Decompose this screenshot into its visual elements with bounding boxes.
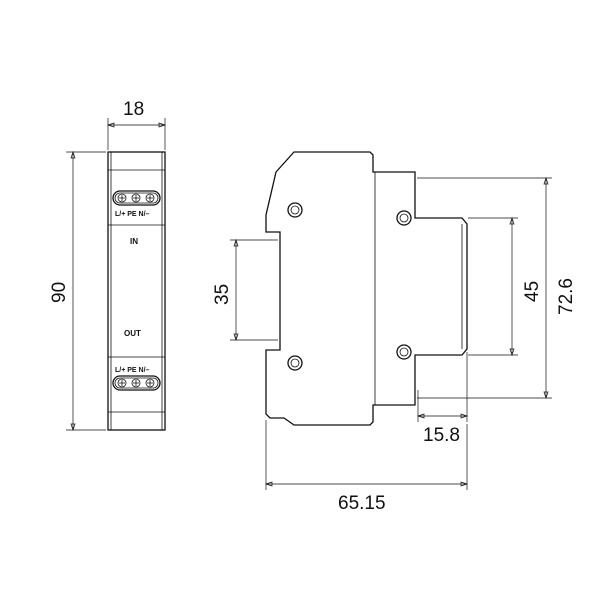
dim-rail: 35 <box>212 238 278 342</box>
side-view: 35 45 72.6 15.8 <box>212 151 577 514</box>
screw-icon <box>131 378 141 388</box>
top-terminal-block <box>112 190 161 206</box>
front-view: L/+ PE N/– IN OUT L/+ PE N/– 18 <box>49 99 167 432</box>
dim-total-height-text: 72.6 <box>556 278 577 315</box>
out-label: OUT <box>124 329 141 338</box>
bottom-terminal-block <box>112 375 161 391</box>
dim-total-height: 72.6 <box>417 176 577 400</box>
screw-icon <box>131 193 141 203</box>
dim-total-depth-text: 65.15 <box>338 493 386 514</box>
dim-width: 18 <box>106 99 167 150</box>
hole-icon <box>287 355 303 371</box>
dim-width-text: 18 <box>123 99 144 120</box>
in-label: IN <box>130 237 138 246</box>
hole-icon <box>396 210 412 226</box>
dim-inner-height-text: 45 <box>522 281 543 302</box>
dim-total-depth: 65.15 <box>264 420 469 514</box>
bottom-terminal-screws <box>117 378 155 388</box>
top-terminal-inner <box>114 192 159 204</box>
side-inner-edge <box>374 172 463 405</box>
dim-step-depth-text: 15.8 <box>423 425 460 446</box>
hole-icon <box>396 344 412 360</box>
screw-icon <box>117 378 127 388</box>
hole-icon <box>287 202 303 218</box>
dim-inner-height: 45 <box>468 216 543 357</box>
bottom-terminal-inner <box>114 377 159 389</box>
mounting-holes <box>287 202 412 371</box>
top-terminal-label: L/+ PE N/– <box>115 211 150 218</box>
top-terminal-screws <box>117 193 155 203</box>
screw-icon <box>145 193 155 203</box>
side-body-outline <box>265 151 468 426</box>
screw-icon <box>117 193 127 203</box>
dim-height: 90 <box>49 150 106 432</box>
dim-step-depth: 15.8 <box>416 352 469 446</box>
front-body <box>107 151 166 431</box>
dim-rail-text: 35 <box>212 284 233 305</box>
dim-height-text: 90 <box>49 282 70 303</box>
screw-icon <box>145 378 155 388</box>
bottom-terminal-label: L/+ PE N/– <box>115 367 150 374</box>
